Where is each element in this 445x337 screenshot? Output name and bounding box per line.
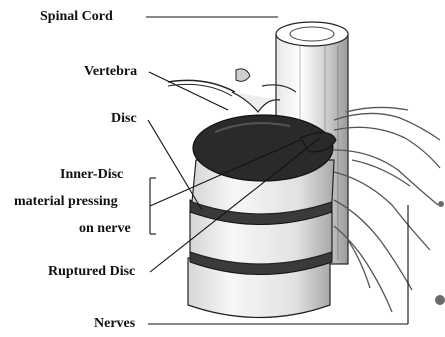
nerve-roots	[334, 107, 440, 312]
nerve-dots	[435, 201, 445, 305]
label-vertebra: Vertebra	[84, 65, 137, 79]
label-ruptured-disc: Ruptured Disc	[48, 265, 135, 279]
label-inner-disc-line1: Inner-Disc	[60, 168, 123, 182]
label-inner-disc-line3: on nerve	[79, 222, 131, 236]
label-inner-disc-line2: material pressing	[14, 195, 118, 209]
label-spinal-cord: Spinal Cord	[40, 10, 113, 24]
label-disc: Disc	[111, 112, 137, 126]
vertebral-stack	[188, 115, 336, 318]
label-nerves: Nerves	[94, 317, 135, 331]
